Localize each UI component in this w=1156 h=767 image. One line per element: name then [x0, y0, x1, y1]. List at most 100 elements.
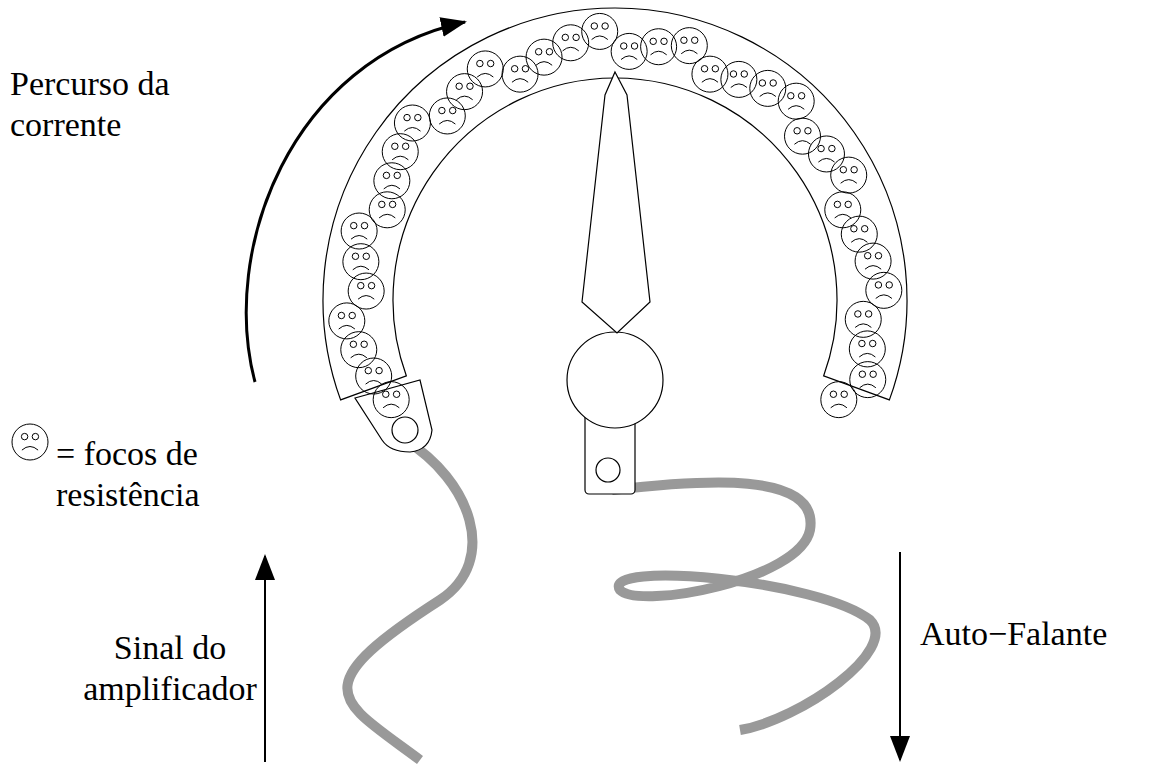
- sad-face: [831, 157, 867, 193]
- sad-face: [602, 23, 608, 29]
- sad-face: [818, 145, 824, 151]
- sad-face: [886, 282, 892, 288]
- sad-face: [553, 25, 589, 61]
- sad-face: [383, 404, 399, 408]
- sad-face: [730, 71, 736, 77]
- sad-face: [374, 163, 410, 199]
- sad-face: [865, 266, 881, 270]
- wiper-hub: [567, 332, 663, 428]
- sad-face: [591, 23, 597, 29]
- sad-face: [818, 158, 834, 162]
- sad-face: [830, 391, 836, 397]
- sad-face: [701, 66, 707, 72]
- sad-face: [869, 340, 875, 346]
- sad-face: [855, 311, 861, 317]
- sad-face: [439, 120, 455, 124]
- annotation-label: Percurso da corrente: [10, 64, 220, 146]
- sad-face: [562, 34, 568, 40]
- output-wire: [612, 482, 875, 730]
- sad-face: [12, 424, 48, 460]
- sad-face: [522, 66, 528, 72]
- sad-face: [855, 243, 891, 279]
- sad-face: [794, 141, 810, 145]
- sad-face: [821, 382, 857, 418]
- sad-face: [477, 60, 483, 66]
- sad-face: [770, 80, 776, 86]
- sad-face: [759, 80, 765, 86]
- wiper-pointer: [582, 72, 650, 333]
- sad-face: [536, 62, 552, 66]
- sad-face: [860, 384, 876, 388]
- sad-face: [851, 226, 857, 232]
- sad-face: [32, 433, 38, 439]
- sad-face: [865, 311, 871, 317]
- sad-face: [741, 71, 747, 77]
- sad-face: [841, 216, 877, 252]
- sad-face: [691, 37, 697, 43]
- sad-face: [875, 282, 881, 288]
- sad-face: [467, 83, 473, 89]
- sad-face: [356, 358, 392, 394]
- sad-face: [361, 341, 367, 347]
- sad-face: [798, 93, 804, 99]
- legend-symbol: [12, 424, 48, 460]
- sad-face: [366, 381, 382, 385]
- sad-face: [851, 166, 857, 172]
- sad-face: [841, 180, 857, 184]
- sad-face: [404, 114, 410, 120]
- sad-face: [449, 107, 455, 113]
- sad-face: [870, 371, 876, 377]
- sad-face: [373, 382, 409, 418]
- sad-face: [22, 447, 38, 451]
- sad-face: [358, 296, 374, 300]
- sad-face: [349, 312, 355, 318]
- sad-face: [526, 39, 562, 75]
- sad-face: [383, 172, 389, 178]
- sad-face: [379, 214, 395, 218]
- sad-face: [394, 172, 400, 178]
- sad-face: [831, 404, 847, 408]
- sad-face: [392, 143, 398, 149]
- sad-face: [835, 214, 851, 218]
- sad-face: [21, 433, 27, 439]
- sad-face: [511, 66, 517, 72]
- sad-face: [351, 354, 367, 358]
- sad-face: [456, 83, 462, 89]
- sad-face: [535, 49, 541, 55]
- sad-face: [845, 301, 881, 337]
- sad-face: [353, 266, 369, 270]
- sad-face: [573, 34, 579, 40]
- sad-face: [712, 66, 718, 72]
- sad-face: [788, 106, 804, 110]
- sad-face: [859, 340, 865, 346]
- sad-face: [621, 43, 627, 49]
- sad-face: [851, 239, 867, 243]
- sad-face: [394, 105, 430, 141]
- sad-face: [383, 391, 389, 397]
- sad-face: [651, 51, 667, 55]
- sad-face: [650, 38, 656, 44]
- sad-face: [350, 222, 356, 228]
- sad-face: [350, 341, 356, 347]
- sad-face: [661, 38, 667, 44]
- sad-face: [389, 201, 395, 207]
- sad-face: [721, 61, 757, 97]
- sad-face: [439, 107, 445, 113]
- sad-face: [834, 201, 840, 207]
- sad-face: [778, 83, 814, 119]
- sad-face: [351, 236, 367, 240]
- sad-face: [467, 51, 503, 87]
- sad-face: [477, 73, 493, 77]
- annotation-label: Sinal do amplificador: [40, 628, 300, 710]
- sad-face: [341, 332, 377, 368]
- sad-face: [402, 143, 408, 149]
- input-wire: [347, 440, 472, 760]
- wiper-hole: [596, 458, 620, 482]
- sad-face: [859, 353, 875, 357]
- sad-face: [456, 96, 472, 100]
- sad-face: [338, 312, 344, 318]
- sad-face: [512, 79, 528, 83]
- sad-face: [404, 128, 420, 132]
- sad-face: [339, 325, 355, 329]
- sad-face: [379, 201, 385, 207]
